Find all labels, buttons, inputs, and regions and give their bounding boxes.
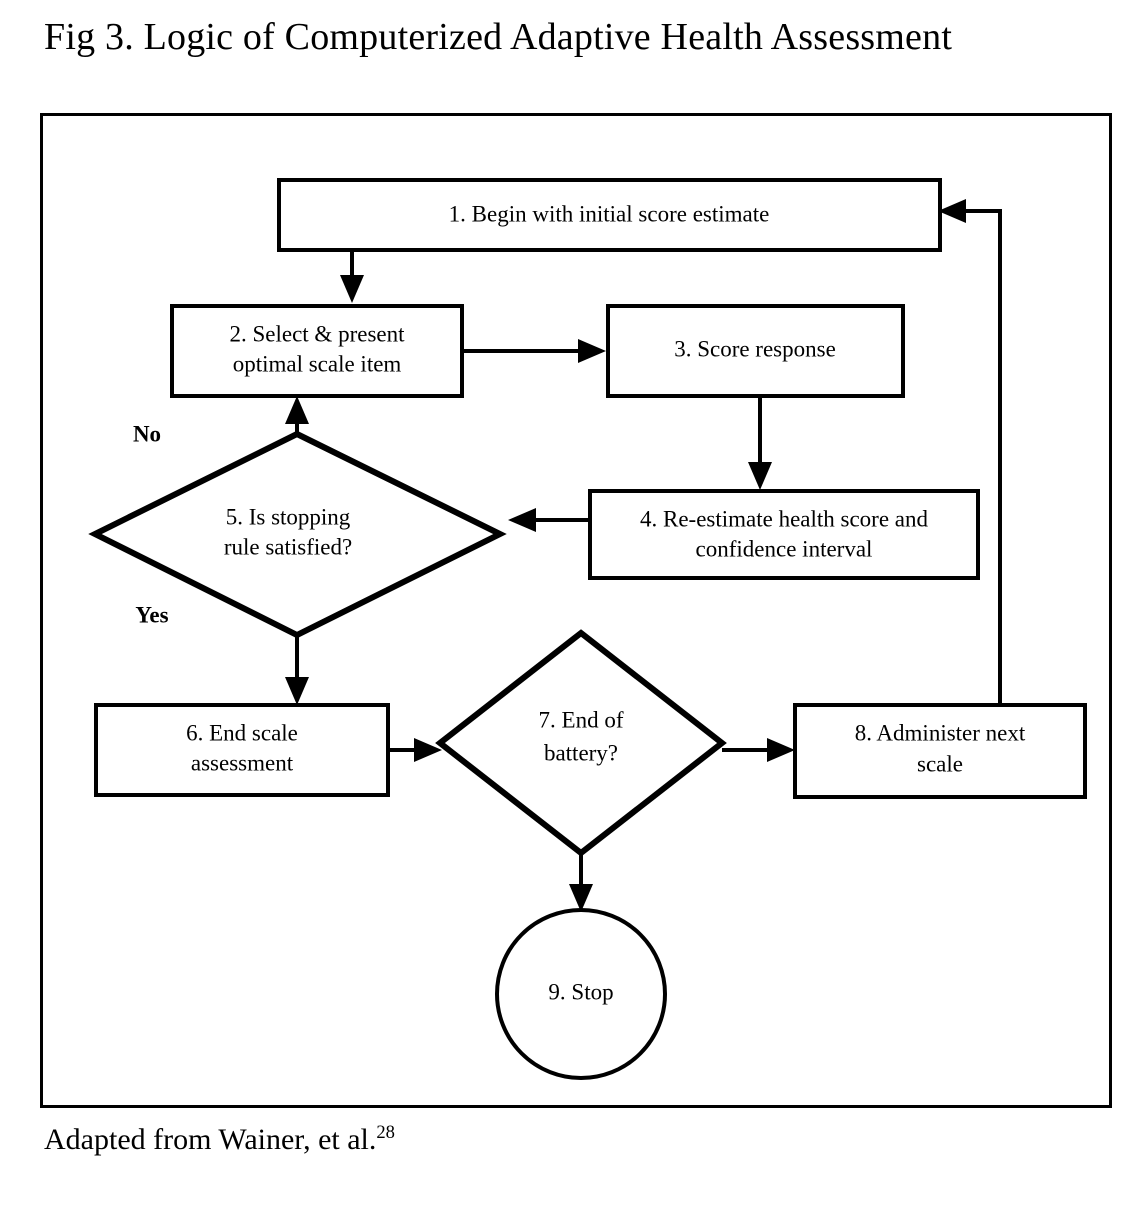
flow-node-8[interactable]: 8. Administer next scale (793, 703, 1087, 799)
flow-node-7-label-line-2: battery? (544, 740, 618, 765)
edge-2-to-3 (462, 339, 606, 363)
flow-node-4-label-line-1: 4. Re-estimate health score and (640, 506, 929, 531)
flow-node-9-label-line-1: 9. Stop (548, 979, 613, 1004)
page-title: Fig 3. Logic of Computerized Adaptive He… (44, 16, 953, 58)
flow-node-2-label-line-2: optimal scale item (233, 351, 402, 376)
flow-node-7-label-line-1: 7. End of (539, 707, 624, 732)
flow-node-8-label-line-2: scale (917, 751, 963, 776)
branch-label-yes: Yes (135, 602, 168, 627)
edge-1-to-2 (340, 250, 364, 303)
flow-node-5-label-line-1: 5. Is stopping (226, 504, 351, 529)
edge-6-to-7 (388, 738, 442, 762)
flow-node-6-label-line-2: assessment (191, 750, 294, 775)
flow-node-4-label-line-2: confidence interval (696, 536, 873, 561)
figure-source-superscript: 28 (376, 1122, 395, 1143)
flow-node-4[interactable]: 4. Re-estimate health score and confiden… (588, 489, 980, 580)
edge-7-to-8 (722, 738, 795, 762)
edge-3-to-4 (748, 396, 772, 490)
edge-8-to-1-loop (938, 199, 1002, 705)
figure-source-caption: Adapted from Wainer, et al.28 (44, 1122, 395, 1158)
figure-source-text: Adapted from Wainer, et al. (44, 1123, 377, 1156)
edge-4-to-5 (508, 508, 590, 532)
flow-node-7[interactable]: 7. End of battery? (435, 629, 727, 857)
edge-7-to-9 (569, 853, 593, 912)
flow-node-9[interactable]: 9. Stop (495, 908, 667, 1080)
flow-node-1[interactable]: 1. Begin with initial score estimate (277, 178, 942, 252)
flow-node-2[interactable]: 2. Select & present optimal scale item (170, 304, 464, 398)
flow-node-5[interactable]: 5. Is stopping rule satisfied? (88, 430, 507, 639)
edge-5-to-2-no (285, 396, 309, 434)
flow-node-8-label-line-1: 8. Administer next (855, 720, 1026, 745)
flow-node-6-label-line-1: 6. End scale (186, 720, 298, 745)
edge-5-to-6-yes (285, 635, 309, 705)
branch-label-no: No (133, 421, 161, 446)
flow-node-3-label-line-1: 3. Score response (674, 336, 836, 361)
flow-node-5-label-line-2: rule satisfied? (224, 534, 352, 559)
flow-node-3[interactable]: 3. Score response (606, 304, 905, 398)
flow-node-1-label-line-1: 1. Begin with initial score estimate (449, 201, 770, 226)
flow-node-2-label-line-1: 2. Select & present (229, 321, 405, 346)
flow-node-6[interactable]: 6. End scale assessment (94, 703, 390, 797)
